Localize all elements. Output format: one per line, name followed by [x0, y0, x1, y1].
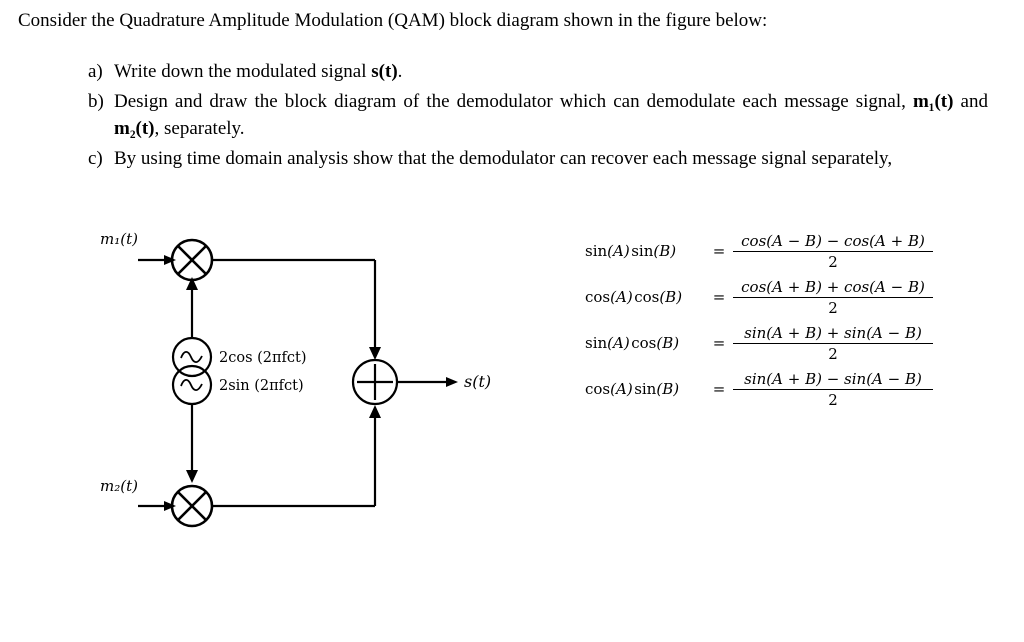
identity-3-arg1: (A) — [607, 334, 630, 352]
arrowhead-output — [446, 377, 458, 387]
identity-4-arg1: (A) — [610, 380, 633, 398]
identity-4-lhs: cos(A) sin(B) — [585, 380, 705, 398]
identity-2-denominator: 2 — [828, 298, 838, 317]
summer-circle — [351, 358, 399, 406]
identity-1-denominator: 2 — [828, 252, 838, 271]
identity-4-numerator: sin(A + B) − sin(A − B) — [733, 370, 933, 390]
question-b-text: Design and draw the block diagram of the… — [114, 88, 988, 143]
question-c-text: By using time domain analysis show that … — [114, 147, 893, 169]
question-b-part-2: and — [953, 90, 988, 112]
identity-2-fn1: cos — [585, 288, 611, 306]
question-c-label: c) — [88, 147, 103, 169]
label-oscillator-top: 2cos (2πfᴄt) — [219, 350, 307, 366]
arrowhead-mult1-in — [186, 277, 198, 290]
multiplier-top-circle — [170, 238, 214, 282]
multiplier-bottom-x2 — [177, 491, 207, 521]
label-m1: m₁(t) — [100, 230, 138, 248]
identity-row-4: cos(A) sin(B) = sin(A + B) − sin(A − B) … — [585, 366, 985, 412]
identity-2-fraction: cos(A + B) + cos(A − B) 2 — [733, 278, 933, 317]
arrowhead-mult2-in — [186, 470, 198, 483]
question-item-a: a) Write down the modulated signal s(t). — [88, 58, 988, 86]
identity-row-3: sin(A) cos(B) = sin(A + B) + sin(A − B) … — [585, 320, 985, 366]
question-item-b: b) Design and draw the block diagram of … — [88, 88, 988, 143]
arrowhead-sum-bottom — [369, 405, 381, 418]
arrowhead-m2 — [164, 501, 176, 511]
question-a-text: Write down the modulated signal s(t). — [114, 58, 988, 86]
identity-2-equals: = — [712, 288, 726, 306]
identity-4-arg2: (B) — [656, 380, 680, 398]
oscillator-bottom-circle — [171, 364, 213, 406]
question-b-part-0: Design and draw the block diagram of the… — [114, 90, 913, 112]
label-m2: m₂(t) — [100, 477, 138, 495]
identity-2-lhs: cos(A) cos(B) — [585, 288, 705, 306]
label-oscillator-bottom: 2sin (2πfᴄt) — [219, 378, 304, 394]
identity-3-lhs: sin(A) cos(B) — [585, 334, 705, 352]
multiplier-bottom-circle — [170, 484, 214, 528]
identity-3-fn1: sin — [585, 334, 608, 352]
oscillator-top-circle — [171, 336, 213, 378]
question-a-label: a) — [88, 61, 103, 82]
identity-1-arg2: (B) — [653, 242, 677, 260]
identity-3-denominator: 2 — [828, 344, 838, 363]
question-b-part-1: m₁(t) — [912, 90, 954, 112]
multiplier-top-x2 — [177, 245, 207, 275]
identity-3-fn2: cos — [631, 334, 657, 352]
identity-2-numerator: cos(A + B) + cos(A − B) — [733, 278, 933, 298]
identity-4-fraction: sin(A + B) − sin(A − B) 2 — [733, 370, 933, 409]
label-output-s: s(t) — [464, 372, 491, 391]
identity-4-fn2: sin — [634, 380, 657, 398]
identity-1-fn2: sin — [631, 242, 654, 260]
identity-1-lhs: sin(A) sin(B) — [585, 242, 705, 260]
identity-row-2: cos(A) cos(B) = cos(A + B) + cos(A − B) … — [585, 274, 985, 320]
identity-3-arg2: (B) — [656, 334, 680, 352]
identity-3-equals: = — [712, 334, 726, 352]
identity-row-1: sin(A) sin(B) = cos(A − B) − cos(A + B) … — [585, 228, 985, 274]
intro-paragraph: Consider the Quadrature Amplitude Modula… — [18, 10, 768, 31]
question-b-part-3: m₂(t) — [114, 118, 155, 140]
question-b-label: b) — [88, 90, 104, 112]
identity-4-fn1: cos — [585, 380, 611, 398]
question-a-part-0: Write down the modulated signal — [114, 61, 372, 82]
identity-1-fraction: cos(A − B) − cos(A + B) 2 — [733, 232, 933, 271]
identity-2-arg2: (B) — [659, 288, 683, 306]
qam-block-diagram: m₁(t) m₂(t) 2cos (2πfᴄt) 2sin (2πfᴄt) s(… — [100, 230, 491, 528]
identity-1-fn1: sin — [585, 242, 608, 260]
identity-4-equals: = — [712, 380, 726, 398]
oscillator-bottom-wave — [180, 378, 203, 392]
arrowhead-sum-top — [369, 347, 381, 360]
oscillator-top-wave — [180, 350, 203, 364]
question-a-part-1: s(t) — [371, 61, 398, 82]
identity-2-fn2: cos — [634, 288, 660, 306]
identity-1-numerator: cos(A − B) − cos(A + B) — [733, 232, 933, 252]
identity-3-numerator: sin(A + B) + sin(A − B) — [733, 324, 933, 344]
identity-1-arg1: (A) — [607, 242, 630, 260]
trig-identities-table: sin(A) sin(B) = cos(A − B) − cos(A + B) … — [585, 228, 985, 412]
arrowhead-m1 — [164, 255, 176, 265]
identity-2-arg1: (A) — [610, 288, 633, 306]
identity-4-denominator: 2 — [828, 390, 838, 409]
question-a-part-2: . — [397, 61, 403, 82]
question-b-part-4: , separately. — [154, 118, 245, 140]
question-list: a) Write down the modulated signal s(t).… — [88, 58, 988, 174]
identity-1-equals: = — [712, 242, 726, 260]
identity-3-fraction: sin(A + B) + sin(A − B) 2 — [733, 324, 933, 363]
question-item-c: c) By using time domain analysis show th… — [88, 145, 988, 173]
